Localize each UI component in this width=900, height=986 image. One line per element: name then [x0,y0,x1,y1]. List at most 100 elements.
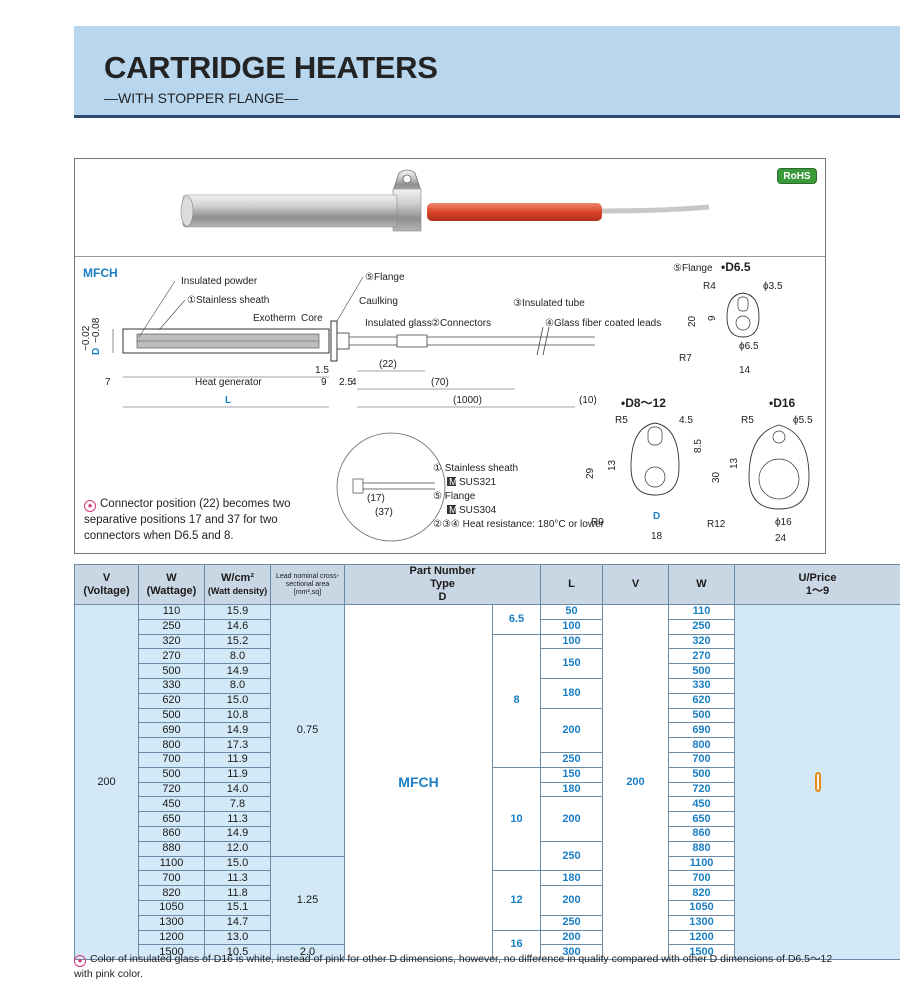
watt-density-cell: 14.6 [204,618,271,635]
watt-density-cell: 8.0 [204,677,271,694]
length-cell: 50 [540,604,603,620]
length-cell: 200 [540,796,603,842]
label-core: Core [301,313,323,324]
length-cell: 180 [540,870,603,887]
wattage2-cell: 700 [668,751,735,768]
wattage-cell: 800 [138,737,205,753]
d65-phi35: ϕ3.5 [763,281,783,292]
wattage-cell: 620 [138,692,205,709]
label-heat-generator: Heat generator [195,377,262,388]
watt-density-cell: 7.8 [204,796,271,813]
d65-14: 14 [739,365,751,376]
product-photo: RoHS [75,159,825,257]
watt-density-cell: 15.1 [204,899,271,916]
label-connectors: ②Connectors [431,318,491,329]
dim-d: D [91,348,102,355]
dim-1000: (1000) [453,395,482,406]
wattage2-cell: 250 [668,618,735,635]
watt-density-cell: 8.0 [204,648,271,665]
dim-4: 4 [351,377,357,388]
wattage-cell: 1300 [138,914,205,931]
wattage-cell: 1050 [138,899,205,916]
wattage2-cell: 110 [668,604,735,620]
wattage2-cell: 270 [668,648,735,665]
dim-d-tol-top: −0.02 [81,325,92,351]
length-cell: 150 [540,648,603,679]
page-title: CARTRIDGE HEATERS [104,50,438,85]
flange-d16-title: •D16 [769,396,796,410]
d-cell: 8 [492,633,541,768]
heater-photo-illustration [180,169,710,232]
mat-flange-material: SUS304 [459,505,497,516]
type-cell: MFCH [344,603,493,961]
mat-sheath: ① Stainless sheath [433,463,518,474]
watt-density-cell: 15.0 [204,855,271,872]
connector-note: ●Connector position (22) becomes two sep… [84,496,294,544]
d-cell: 12 [492,870,541,931]
dim-22: (22) [379,359,397,370]
col-l: L [540,564,603,605]
wattage2-cell: 1200 [668,929,735,946]
watt-density-cell: 11.8 [204,885,271,901]
watt-density-cell: 13.0 [204,929,271,946]
wattage-cell: 1100 [138,855,205,872]
length-cell: 250 [540,840,603,872]
d16-24: 24 [775,533,787,544]
watt-density-cell: 14.7 [204,914,271,931]
lightbulb-icon: ● [84,500,96,512]
wattage2-cell: 880 [668,840,735,857]
length-cell: 200 [540,707,603,753]
wattage2-cell: 500 [668,766,735,783]
watt-density-cell: 14.9 [204,663,271,679]
wattage-cell: 500 [138,663,205,679]
watt-density-cell: 15.0 [204,692,271,709]
page-header: CARTRIDGE HEATERS —WITH STOPPER FLANGE— [74,26,900,118]
length-cell: 150 [540,766,603,783]
wattage-cell: 500 [138,766,205,783]
wattage2-cell: 1050 [668,899,735,916]
wattage2-cell: 800 [668,737,735,753]
dim-17: (17) [367,493,385,504]
dim-2-5: 2.5 [339,377,353,388]
footnote: ●Color of insulated glass of D16 is whit… [74,952,834,981]
cross-section-cell: 0.75 [270,604,345,857]
length-cell: 200 [540,929,603,946]
lightbulb-icon: ● [74,955,86,967]
label-insulated-glass: Insulated glass [365,318,432,329]
d16-phi16: ϕ16 [775,517,792,528]
length-cell: 100 [540,618,603,635]
length-cell: 180 [540,677,603,709]
watt-density-cell: 14.9 [204,825,271,842]
wattage-cell: 700 [138,751,205,768]
label-insulated-powder: Insulated powder [181,276,258,287]
voltage2-cell: 200 [602,603,669,961]
technical-drawing: MFCH Insulated powder ①Stainless sheath … [81,260,813,544]
connector-note-text: Connector position (22) becomes two sepa… [84,498,291,542]
length-cell: 200 [540,885,603,916]
d-cell: 6.5 [492,604,541,635]
wattage2-cell: 650 [668,811,735,827]
d-cell: 10 [492,766,541,872]
flange-d812-title: •D8～12 [621,396,666,410]
price-cell [734,603,900,961]
watt-density-cell: 15.9 [204,604,271,620]
d812-29: 29 [585,467,596,479]
model-label: MFCH [83,266,118,280]
length-cell: 250 [540,751,603,768]
length-cell: 250 [540,914,603,931]
d16-30: 30 [711,471,722,483]
watt-density-cell: 11.3 [204,811,271,827]
wattage-cell: 820 [138,885,205,901]
watt-density-cell: 15.2 [204,633,271,650]
voltage-cell: 200 [74,603,139,961]
footnote-text: Color of insulated glass of D16 is white… [74,953,833,980]
